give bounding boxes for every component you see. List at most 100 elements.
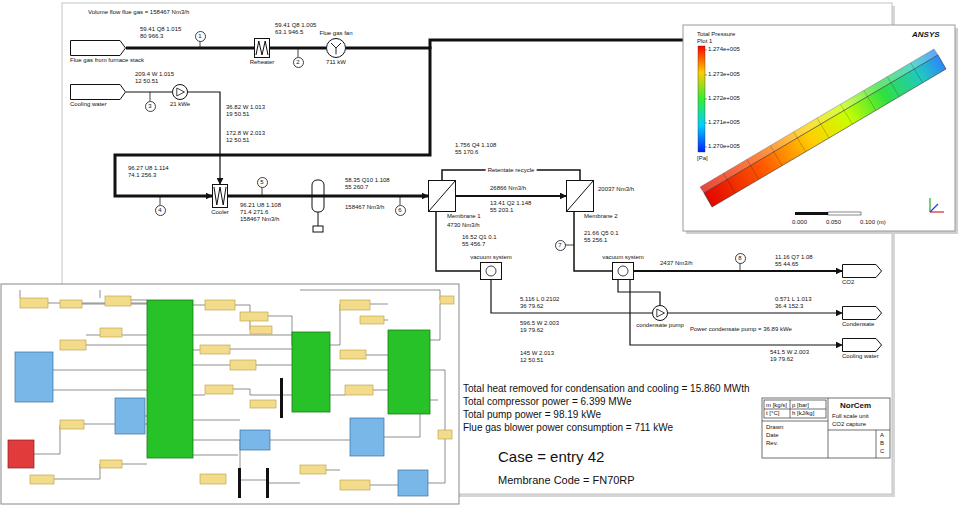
title-block	[762, 421, 828, 422]
vacuum-system-shape	[612, 262, 634, 280]
stream-circle	[735, 253, 745, 263]
summary-text: Total heat removed for condensation and …	[463, 383, 750, 395]
leader-line	[565, 245, 574, 246]
simulink-block	[200, 474, 226, 484]
pressure-colorbar	[698, 46, 707, 152]
stream-value: 59.41 Q8 1.015	[140, 26, 181, 33]
stream-value: 16.52 Q1 0.1	[462, 234, 497, 241]
flow-rate: 2437 Nm3/h	[660, 260, 693, 267]
stream-number-text: 2	[296, 59, 299, 66]
fan-symbol-text: Flue gas fan	[319, 30, 352, 37]
stream-number: 6	[395, 205, 406, 216]
simulink-subsystem	[292, 332, 330, 412]
title-block-cell: t [°C]	[766, 410, 779, 417]
axis-triad	[929, 198, 930, 212]
vacuum-system: vacuum system	[480, 262, 502, 280]
stream-value: 36.4 152.3	[775, 303, 803, 310]
stream-value: 5.116 L 0.2102	[520, 296, 559, 303]
separator-vessel	[313, 226, 323, 232]
simulink-block	[100, 460, 122, 468]
stream-number-text: 8	[738, 255, 741, 262]
title-block-cell: p [bar]	[792, 402, 809, 409]
pump-triangle	[657, 309, 665, 317]
summary-text: Total pump power = 98.19 kWe	[463, 409, 601, 421]
stream-number: 7	[555, 240, 566, 251]
process-line	[115, 48, 430, 196]
simulink-scope	[115, 398, 145, 434]
case-text: Membrane Code = FN70RP	[498, 474, 635, 487]
stack-line	[430, 40, 690, 49]
simulink-block	[20, 298, 48, 308]
process-line	[456, 195, 566, 197]
stream-circle	[257, 177, 267, 187]
simulink-block	[438, 430, 452, 439]
vacuum-system-shape	[480, 262, 502, 280]
stream-value: 36 79.62	[520, 303, 543, 310]
stream-number-text: 6	[398, 207, 401, 214]
simulink-block	[100, 328, 122, 337]
stream-circle	[293, 57, 303, 67]
stream-value: 58.35 Q10 1.108	[345, 177, 390, 184]
simulink-mux	[266, 468, 269, 498]
stream-value: 19 79.62	[770, 356, 793, 363]
stream-circle	[145, 101, 155, 111]
stream-circle	[155, 205, 165, 215]
axis-triad	[930, 204, 938, 212]
utility-line	[491, 280, 652, 313]
cfd-legend-text: 1.273e+005	[708, 71, 740, 78]
exchanger-zigzag	[256, 41, 268, 55]
outlet-arrow-text: Cooling water	[842, 353, 879, 360]
title-block-cell: NorCem	[840, 401, 871, 410]
leader-line	[150, 92, 151, 101]
vacuum-system: vacuum system	[612, 262, 634, 280]
stream-circle	[395, 205, 405, 215]
outlet-arrow: CO2	[842, 264, 882, 278]
flow-rate: 20037 Nm3/h	[598, 186, 634, 193]
cfd-pipe-model	[723, 63, 922, 193]
stream-circle	[555, 240, 565, 250]
mem-outline	[429, 181, 456, 212]
stream-number-text: 5	[260, 179, 263, 186]
title-block-cell: h [kJ/kg]	[792, 410, 814, 417]
cooler-outline	[213, 185, 228, 208]
membrane-diagonal	[567, 181, 594, 212]
fan-blades	[331, 43, 341, 54]
title-block-cell: Full scale unit	[832, 413, 869, 420]
simulink-block	[340, 480, 370, 490]
simulink-block	[105, 296, 131, 306]
stream-value: 21.66 Q5 0.1	[584, 230, 619, 237]
cfd-legend-text: 1.270e+005	[708, 143, 740, 150]
simulink-block	[200, 345, 230, 354]
separator-vessel	[318, 212, 319, 226]
title-block	[764, 409, 826, 410]
leader-line	[740, 263, 741, 271]
stream-number-text: 4	[158, 207, 161, 214]
stream-value: 12 50.51	[520, 357, 543, 364]
fan-symbol-text: 711 kW	[326, 59, 346, 66]
pressure-colorbar	[705, 50, 707, 147]
stream-number: 5	[257, 177, 268, 188]
stream-arrow-outline	[843, 307, 882, 320]
flow-rate: 26866 Nm3/h	[490, 185, 526, 192]
simulink-block	[205, 300, 235, 310]
simulink-block	[340, 350, 366, 359]
title-block	[762, 398, 890, 458]
stream-value: 63.1 946.5	[275, 29, 303, 36]
utility-line	[630, 280, 842, 345]
line-label: Retentate recycle	[486, 167, 537, 174]
simulink-block	[60, 340, 86, 350]
stream-arrow-outline	[843, 339, 882, 352]
scale-bar	[795, 212, 828, 215]
pump-triangle	[177, 88, 185, 96]
cooler-zigzag	[214, 187, 226, 205]
simulink-wire	[193, 305, 350, 483]
stream-value: 0.571 L 1.013	[775, 296, 811, 303]
pump-symbol-text: 21 kWe	[170, 101, 190, 108]
simulink-scope	[350, 418, 384, 456]
cooler-symbol: Cooler	[212, 184, 228, 208]
outlet-arrow-shape	[842, 306, 882, 320]
title-block	[876, 430, 877, 458]
cfd-pipe-model	[700, 49, 946, 207]
vac-outline	[481, 263, 502, 280]
